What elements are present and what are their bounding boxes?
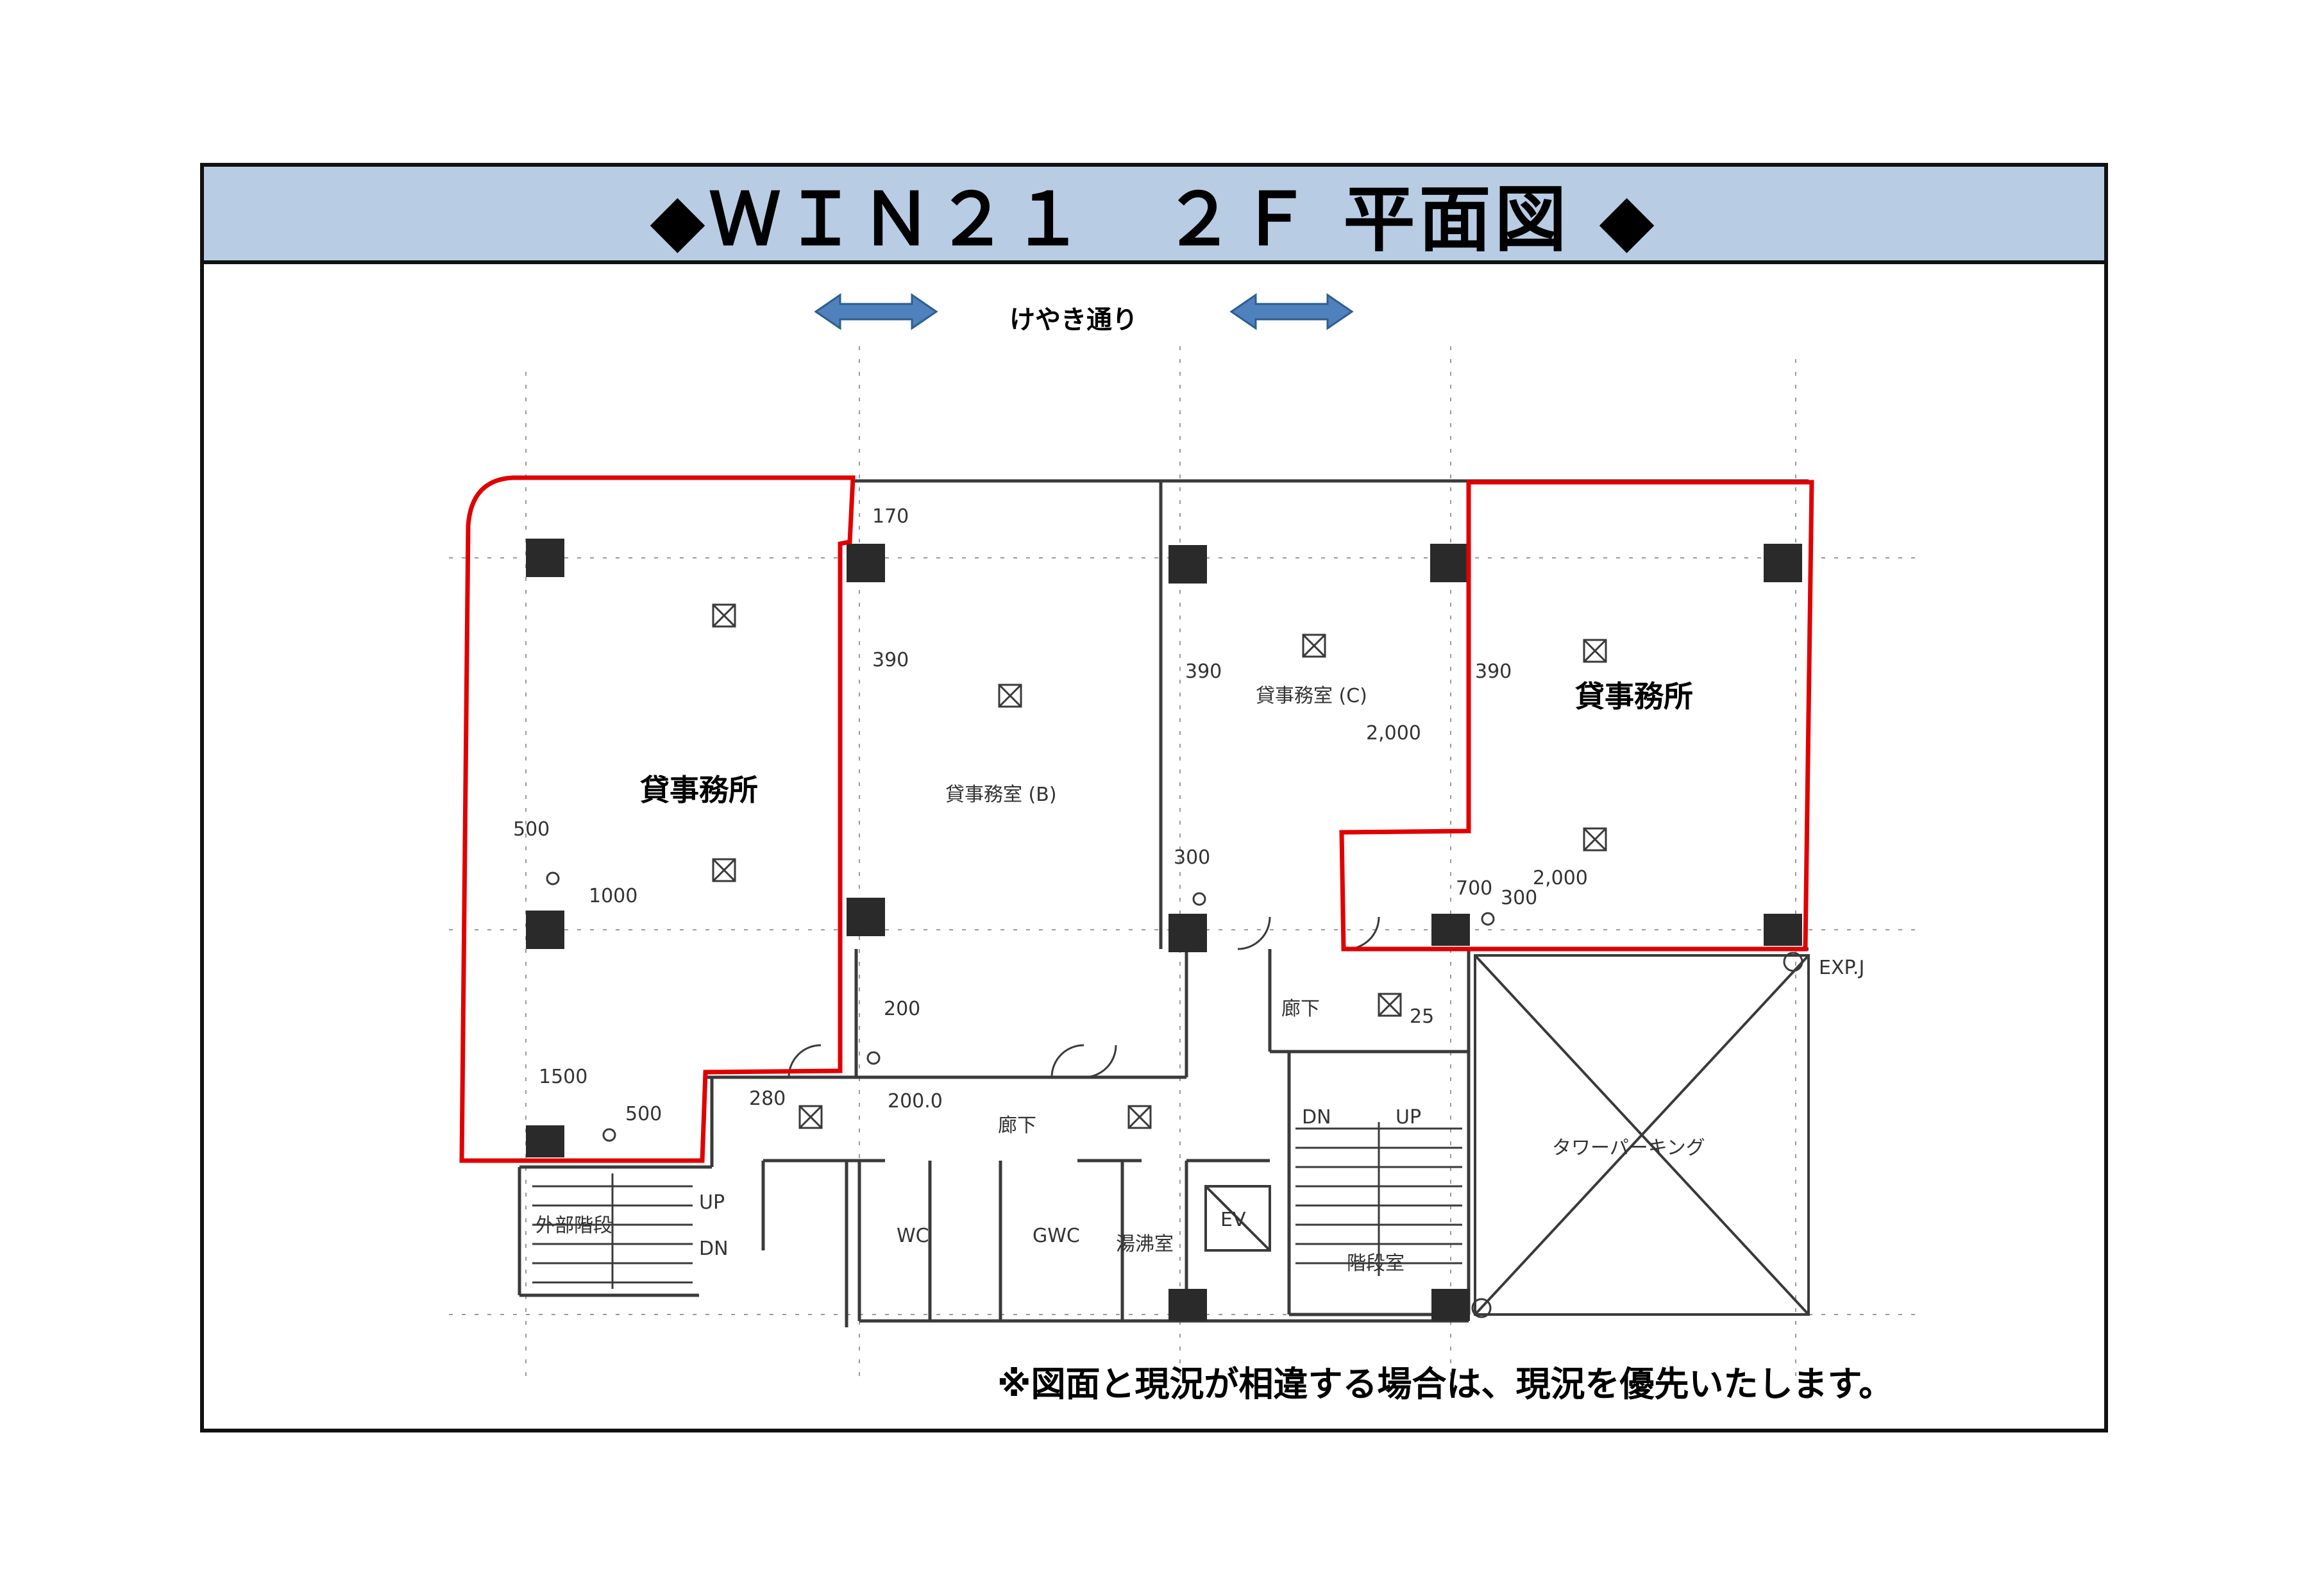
tenant-label-left: 貸事務所 — [640, 773, 758, 807]
street-label: けやき通り — [1009, 305, 1138, 335]
outer-stair-up-label: UP — [699, 1191, 725, 1214]
dim-390-a: 390 — [872, 649, 909, 671]
dim-2000-c: 200.0 — [888, 1090, 943, 1113]
street-arrow-right-icon — [1229, 293, 1354, 330]
structural-columns — [526, 539, 1802, 1321]
stair-treads — [532, 1122, 1462, 1289]
street-arrow-left-icon — [814, 293, 938, 330]
stair-dn-label: DN — [1302, 1106, 1331, 1129]
dim-25: 25 — [1410, 1005, 1435, 1028]
tenant-label-right: 貸事務所 — [1575, 679, 1693, 714]
dim-170: 170 — [872, 505, 909, 528]
elevator-shaft — [1204, 1185, 1271, 1252]
drain-markers — [546, 871, 1803, 1318]
dim-390-b: 390 — [1185, 660, 1222, 683]
room-b-label: 貸事務室 (B) — [945, 784, 1057, 806]
outer-stair-dn-label: DN — [699, 1238, 729, 1260]
dim-2000-b: 2,000 — [1533, 867, 1588, 889]
gwc-label: GWC — [1033, 1225, 1080, 1247]
room-c-label: 貸事務室 (C) — [1256, 685, 1367, 707]
stair-room-label: 階段室 — [1347, 1252, 1405, 1275]
kitchen-label: 湯沸室 — [1116, 1233, 1174, 1256]
building-walls — [518, 479, 1809, 1327]
ceiling-fixtures — [712, 603, 1607, 1129]
dim-700: 700 — [1456, 877, 1493, 900]
dim-300-b: 300 — [1174, 846, 1211, 869]
corridor-label-1: 廊下 — [1281, 998, 1320, 1020]
dim-300: 300 — [1501, 887, 1538, 909]
title-bar: ◆ＷＩＮ２１ ２Ｆ 平面図 ◆ — [204, 167, 2104, 264]
dim-500-a: 500 — [513, 818, 550, 841]
dim-1500: 1500 — [539, 1066, 588, 1088]
dim-1000: 1000 — [589, 885, 638, 907]
dim-2000-a: 2,000 — [1366, 722, 1421, 744]
tower-parking-area — [1474, 954, 1810, 1316]
dim-200: 200 — [884, 998, 921, 1020]
disclaimer-note: ※図面と現況が相違する場合は、現況を優先いたします。 — [997, 1364, 1894, 1404]
dim-390-c: 390 — [1475, 660, 1512, 683]
tower-parking-label: タワーパーキング — [1552, 1137, 1705, 1159]
expansion-joint-label: EXP.J — [1819, 957, 1865, 979]
lease-area-left — [459, 475, 856, 1163]
page-title: ◆ＷＩＮ２１ ２Ｆ 平面図 ◆ — [650, 178, 1658, 262]
wc-label: WC — [897, 1225, 929, 1247]
ev-label: EV — [1220, 1209, 1246, 1231]
corridor-label-2: 廊下 — [998, 1114, 1036, 1137]
dim-280: 280 — [749, 1088, 786, 1110]
stair-up-label: UP — [1396, 1106, 1422, 1129]
outer-stair-label: 外部階段 — [536, 1214, 612, 1237]
dim-500-b: 500 — [625, 1103, 662, 1125]
lease-area-right — [1339, 480, 1814, 952]
